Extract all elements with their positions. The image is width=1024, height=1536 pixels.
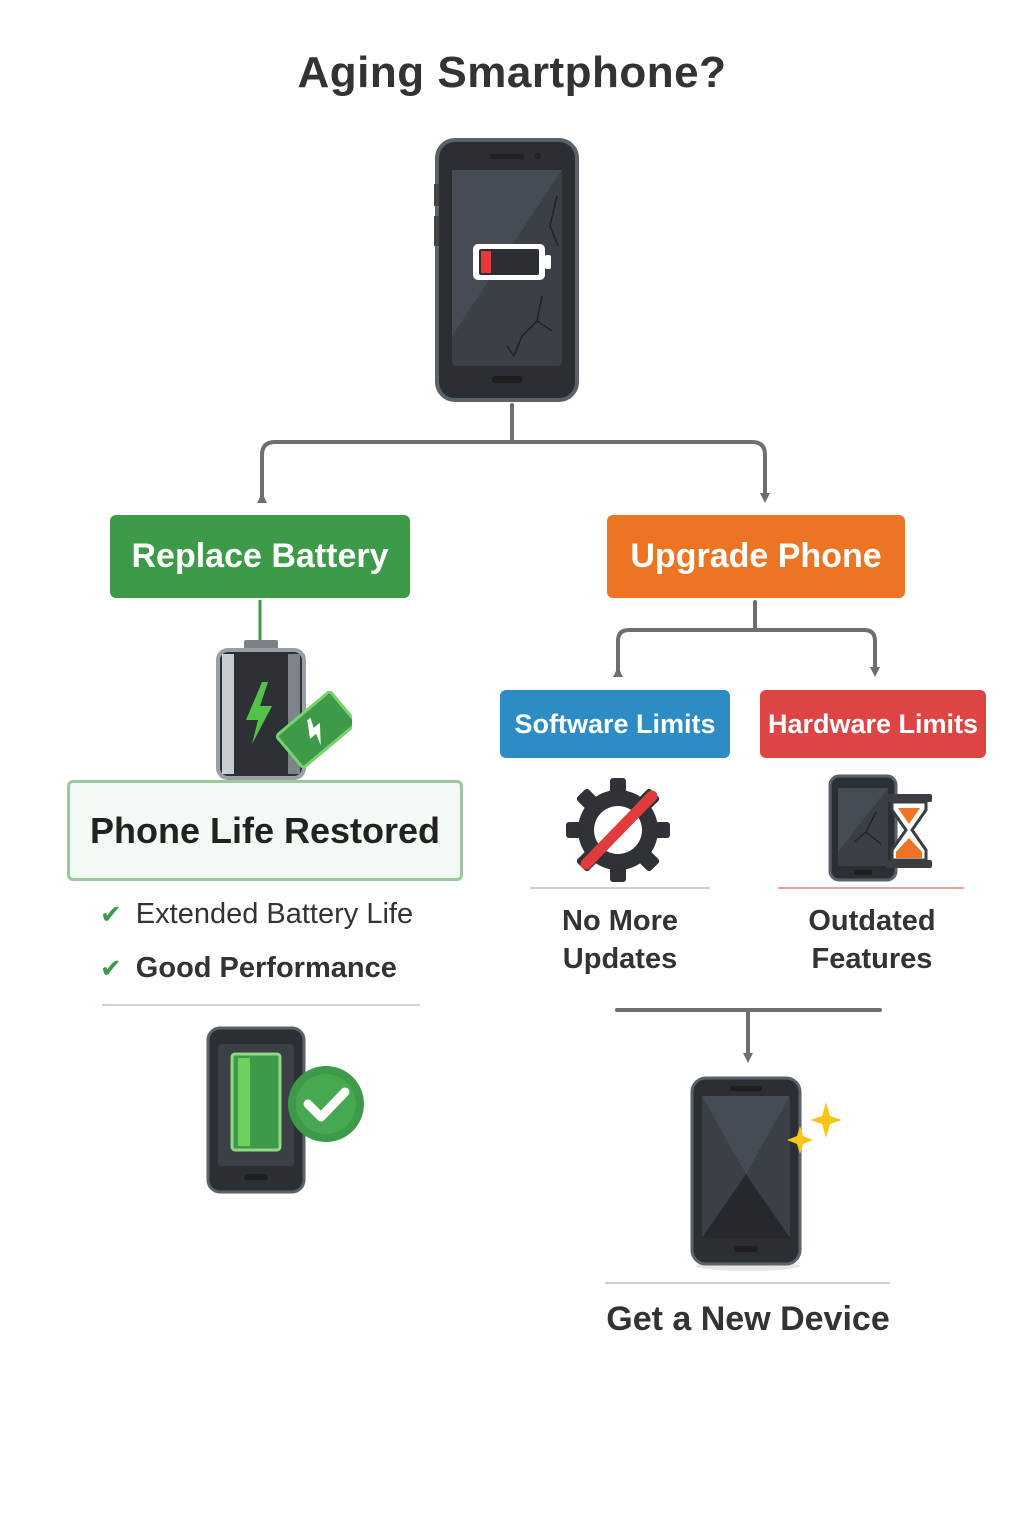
get-new-device-caption: Get a New Device [606,1300,890,1338]
replace-battery-box: Replace Battery [110,515,410,598]
new-phone-sparkle-icon [690,1076,842,1271]
benefit-text: Good Performance [135,952,397,984]
phone-full-battery-check-icon [206,1026,364,1194]
gear-no-updates-icon [566,778,670,882]
software-limits-box: Software Limits [500,690,730,758]
benefit-item: ✔ Extended Battery Life [100,898,413,931]
aging-phone-low-battery-icon [434,138,579,402]
phone-life-restored-label: Phone Life Restored [89,809,441,851]
battery-charging-icon [216,640,352,780]
benefits-divider [102,1004,420,1006]
hardware-limits-label: Hardware Limits [767,708,979,739]
phone-hourglass-icon [828,774,932,882]
benefit-item: ✔ Good Performance [100,952,397,985]
phone-life-restored-box: Phone Life Restored [67,780,463,881]
replace-battery-label: Replace Battery [131,537,389,575]
page-title: Aging Smartphone? [297,48,727,97]
software-divider [530,887,710,889]
upgrade-phone-label: Upgrade Phone [630,537,882,575]
caption-line: Outdated [808,905,936,937]
new-device-divider [605,1282,890,1284]
benefit-text: Extended Battery Life [135,898,414,930]
hardware-limits-box: Hardware Limits [760,690,986,758]
software-limits-label: Software Limits [514,708,716,739]
hardware-divider [778,887,964,889]
caption-line: Updates [562,943,678,975]
check-icon: ✔ [100,953,122,983]
outdated-features-caption: Outdated Features [772,902,972,978]
connector-upgrade-split [613,628,880,677]
check-icon: ✔ [100,899,122,929]
no-more-updates-caption: No More Updates [520,902,720,978]
caption-line: Features [811,943,933,975]
caption-line: No More [562,905,678,937]
upgrade-phone-box: Upgrade Phone [607,515,905,598]
connector-top-split [257,440,770,503]
